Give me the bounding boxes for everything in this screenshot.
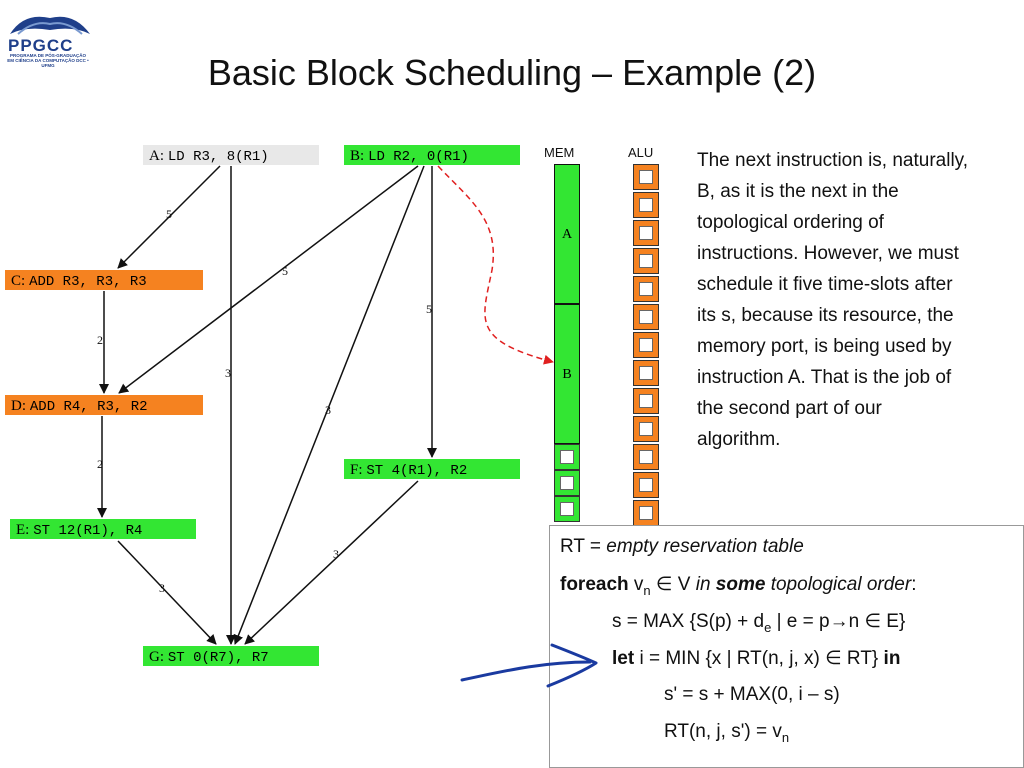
alu-empty-slot — [633, 500, 659, 526]
node-c-label: C: — [11, 273, 26, 289]
node-f-code: ST 4(R1), R2 — [366, 463, 468, 479]
alu-column — [633, 164, 659, 526]
node-a: A: LD R3, 8(R1) — [143, 145, 319, 165]
algo-text: ∈ V — [650, 574, 696, 595]
node-d-label: D: — [11, 398, 26, 414]
edge-label-f-g: 3 — [333, 547, 339, 561]
node-d: D: ADD R4, R3, R2 — [5, 395, 203, 415]
mem-column-header: MEM — [544, 145, 575, 160]
alu-empty-slot — [633, 248, 659, 274]
edge-b-g — [233, 165, 425, 645]
node-c-code: ADD R3, R3, R3 — [29, 274, 147, 290]
mem-empty-slot — [554, 444, 580, 470]
algo-text: RT = — [560, 536, 607, 557]
alu-empty-slot — [633, 276, 659, 302]
node-e-code: ST 12(R1), R4 — [33, 523, 143, 539]
edge-e-g — [117, 540, 217, 645]
edge-a-c — [117, 165, 221, 269]
algo-text: s = MAX {S(p) + d — [612, 611, 765, 632]
node-f-label: F: — [350, 462, 363, 478]
ppgcc-logo — [4, 4, 96, 68]
alu-column-header: ALU — [628, 145, 654, 160]
node-a-label: A: — [149, 148, 164, 164]
algo-subscript: n — [643, 582, 651, 598]
algo-line-3: s = MAX {S(p) + de | e = p→n ∈ E} — [612, 610, 905, 635]
node-b-code: LD R2, 0(R1) — [368, 149, 469, 165]
mem-slot-b: B — [554, 304, 580, 444]
mem-slot-a: A — [554, 164, 580, 304]
node-b: B: LD R2, 0(R1) — [344, 145, 520, 165]
algo-keyword: let — [612, 648, 635, 669]
node-a-code: LD R3, 8(R1) — [167, 149, 269, 165]
algo-keyword: some — [715, 574, 766, 595]
mem-slot-a-label: A — [561, 227, 573, 242]
algo-text: in — [695, 574, 716, 595]
algo-subscript: n — [781, 729, 790, 745]
alu-empty-slot — [633, 220, 659, 246]
explanation-text: The next instruction is, naturally, B, a… — [697, 150, 969, 450]
edge-f-g — [244, 480, 419, 645]
algo-text: topological order — [765, 574, 912, 595]
alu-empty-slot — [633, 444, 659, 470]
algo-text: empty reservation table — [606, 536, 804, 557]
node-c: C: ADD R3, R3, R3 — [5, 270, 203, 290]
algo-keyword: foreach — [560, 574, 629, 595]
edge-label-e-g: 3 — [159, 581, 165, 595]
algo-text: s' = s + MAX(0, i – s) — [664, 684, 840, 705]
mem-empty-slot — [554, 496, 580, 522]
algo-text: v — [628, 574, 644, 595]
algo-line-6: RT(n, j, s') = vn — [664, 721, 789, 745]
logo-text: PPGCC — [8, 36, 74, 55]
node-e: E: ST 12(R1), R4 — [10, 519, 196, 539]
alu-empty-slot — [633, 360, 659, 386]
node-g-code: ST 0(R7), R7 — [167, 650, 269, 666]
algo-text: | e = p→n ∈ E} — [771, 611, 906, 632]
alu-empty-slot — [633, 472, 659, 498]
node-f: F: ST 4(R1), R2 — [344, 459, 520, 479]
edge-label-b-d: 5 — [282, 264, 288, 278]
logo-subtitle: PROGRAMA DE PÓS-GRADUAÇÃO EM CIÊNCIA DA … — [7, 53, 89, 68]
alu-empty-slot — [633, 164, 659, 190]
algo-keyword: in — [883, 648, 901, 669]
node-e-label: E: — [16, 522, 30, 538]
node-g: G: ST 0(R7), R7 — [143, 646, 319, 666]
mem-column: A B — [554, 164, 580, 526]
edge-b-d — [118, 165, 419, 394]
node-b-label: B: — [350, 148, 365, 164]
algo-text: : — [911, 574, 917, 595]
edge-label-a-c: 5 — [166, 207, 172, 221]
alu-empty-slot — [633, 416, 659, 442]
edge-label-d-e: 2 — [97, 457, 103, 471]
alu-empty-slot — [633, 304, 659, 330]
algo-line-5: s' = s + MAX(0, i – s) — [664, 684, 840, 706]
edge-label-b-f: 5 — [426, 302, 432, 316]
edge-label-c-d: 2 — [97, 333, 103, 347]
edge-label-a-g: 3 — [225, 366, 231, 380]
mem-slot-b-label: B — [562, 367, 572, 382]
alu-empty-slot — [633, 192, 659, 218]
alu-empty-slot — [633, 388, 659, 414]
algo-subscript: e — [764, 619, 772, 635]
node-d-code: ADD R4, R3, R2 — [29, 399, 148, 415]
algo-line-4: let i = MIN {x | RT(n, j, x) ∈ RT} in — [612, 647, 900, 670]
algorithm-box: RT = empty reservation table foreach vn … — [549, 525, 1024, 768]
alu-empty-slot — [633, 332, 659, 358]
algo-line-2: foreach vn ∈ V in some topological order… — [560, 573, 916, 598]
node-g-label: G: — [149, 649, 164, 665]
mem-empty-slot — [554, 470, 580, 496]
algo-line-1: RT = empty reservation table — [560, 536, 804, 558]
edge-b-mem-dashed — [437, 165, 554, 365]
edge-label-b-g: 3 — [325, 403, 331, 417]
algo-text: RT(n, j, s') = v — [664, 721, 782, 742]
slide-title: Basic Block Scheduling – Example (2) — [207, 52, 817, 93]
algo-text: i = MIN {x | RT(n, j, x) ∈ RT} — [634, 648, 884, 669]
